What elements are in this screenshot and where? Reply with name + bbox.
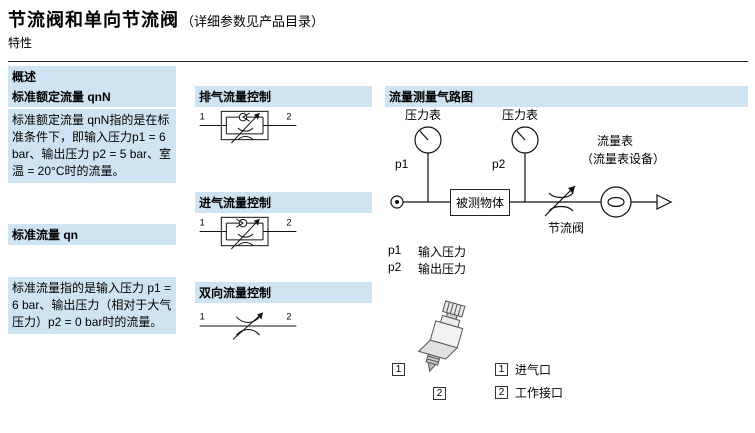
port-label: 2 — [286, 218, 291, 228]
bidirectional-throttle-symbol: 1 2 — [199, 311, 297, 340]
divider — [8, 61, 748, 62]
flow-control-valve-illustration — [417, 300, 466, 373]
overview-label: 概述 — [8, 66, 176, 87]
left-heading-2: 标准流量 qn — [8, 224, 176, 245]
page-title-row: 节流阀和单向节流阀（详细参数见产品目录） — [8, 6, 324, 32]
port-legend-row-2: 2 工作接口 — [495, 384, 563, 401]
p1-tag: p1 — [395, 157, 409, 171]
flow-meter-label: 流量表 — [597, 134, 634, 148]
gauge1-label: 压力表 — [405, 108, 442, 122]
p2-tag: p2 — [492, 157, 506, 171]
flow-meter-sublabel: （流量表设备） — [581, 152, 666, 166]
left-body-1: 标准额定流量 qnN指的是在标准条件下，即输入压力p1 = 6 bar、输出压力… — [8, 109, 176, 183]
legend-row-p2: p2 输出压力 — [388, 260, 466, 277]
left-heading-1: 标准额定流量 qnN — [8, 86, 176, 107]
port-1-text: 进气口 — [515, 363, 552, 377]
exhaust-flow-control-symbol: 1 2 — [199, 110, 297, 144]
page-title-note: （详细参数见产品目录） — [181, 14, 325, 29]
flow-direction-arrow — [656, 194, 673, 210]
page-title: 节流阀和单向节流阀 — [8, 10, 179, 30]
middle-heading-bidirectional: 双向流量控制 — [195, 282, 372, 303]
port-label: 1 — [200, 218, 205, 228]
valve-port-2-tag: 2 — [433, 387, 446, 400]
valve-port-1-tag: 1 — [392, 363, 405, 376]
circuit-diagram — [390, 126, 673, 218]
legend-key-p1: p1 — [388, 243, 402, 257]
port-2-box: 2 — [495, 386, 508, 399]
port-1-box: 1 — [495, 363, 508, 376]
flow-meter-icon — [600, 186, 632, 218]
gauge2-label: 压力表 — [502, 108, 539, 122]
port-label: 2 — [286, 112, 291, 122]
port-2-text: 工作接口 — [515, 386, 564, 400]
flow-measurement-circuit: 压力表 压力表 p1 p2 被测物体 节流阀 流量表 （流量表设备） — [385, 104, 750, 246]
middle-heading-supply: 进气流量控制 — [195, 192, 372, 213]
legend-key-p2: p2 — [388, 260, 402, 274]
left-body-2: 标准流量指的是输入压力 p1 = 6 bar、输出压力（相对于大气压力）p2 =… — [8, 277, 176, 334]
right-heading: 流量测量气路图 — [385, 86, 748, 107]
port-legend-row-1: 1 进气口 — [495, 361, 551, 378]
port-label: 2 — [286, 311, 291, 321]
port-label: 1 — [200, 311, 205, 321]
supply-flow-control-symbol: 1 2 — [199, 216, 297, 250]
port-label: 1 — [200, 112, 205, 122]
throttle-valve-label: 节流阀 — [548, 221, 585, 235]
legend-text-p2: 输出压力 — [418, 262, 467, 276]
middle-heading-exhaust: 排气流量控制 — [195, 86, 372, 107]
legend-text-p1: 输入压力 — [418, 245, 467, 259]
legend-row-p1: p1 输入压力 — [388, 243, 466, 260]
page-subtitle: 特性 — [8, 36, 33, 50]
device-under-test-box: 被测物体 — [450, 189, 510, 216]
